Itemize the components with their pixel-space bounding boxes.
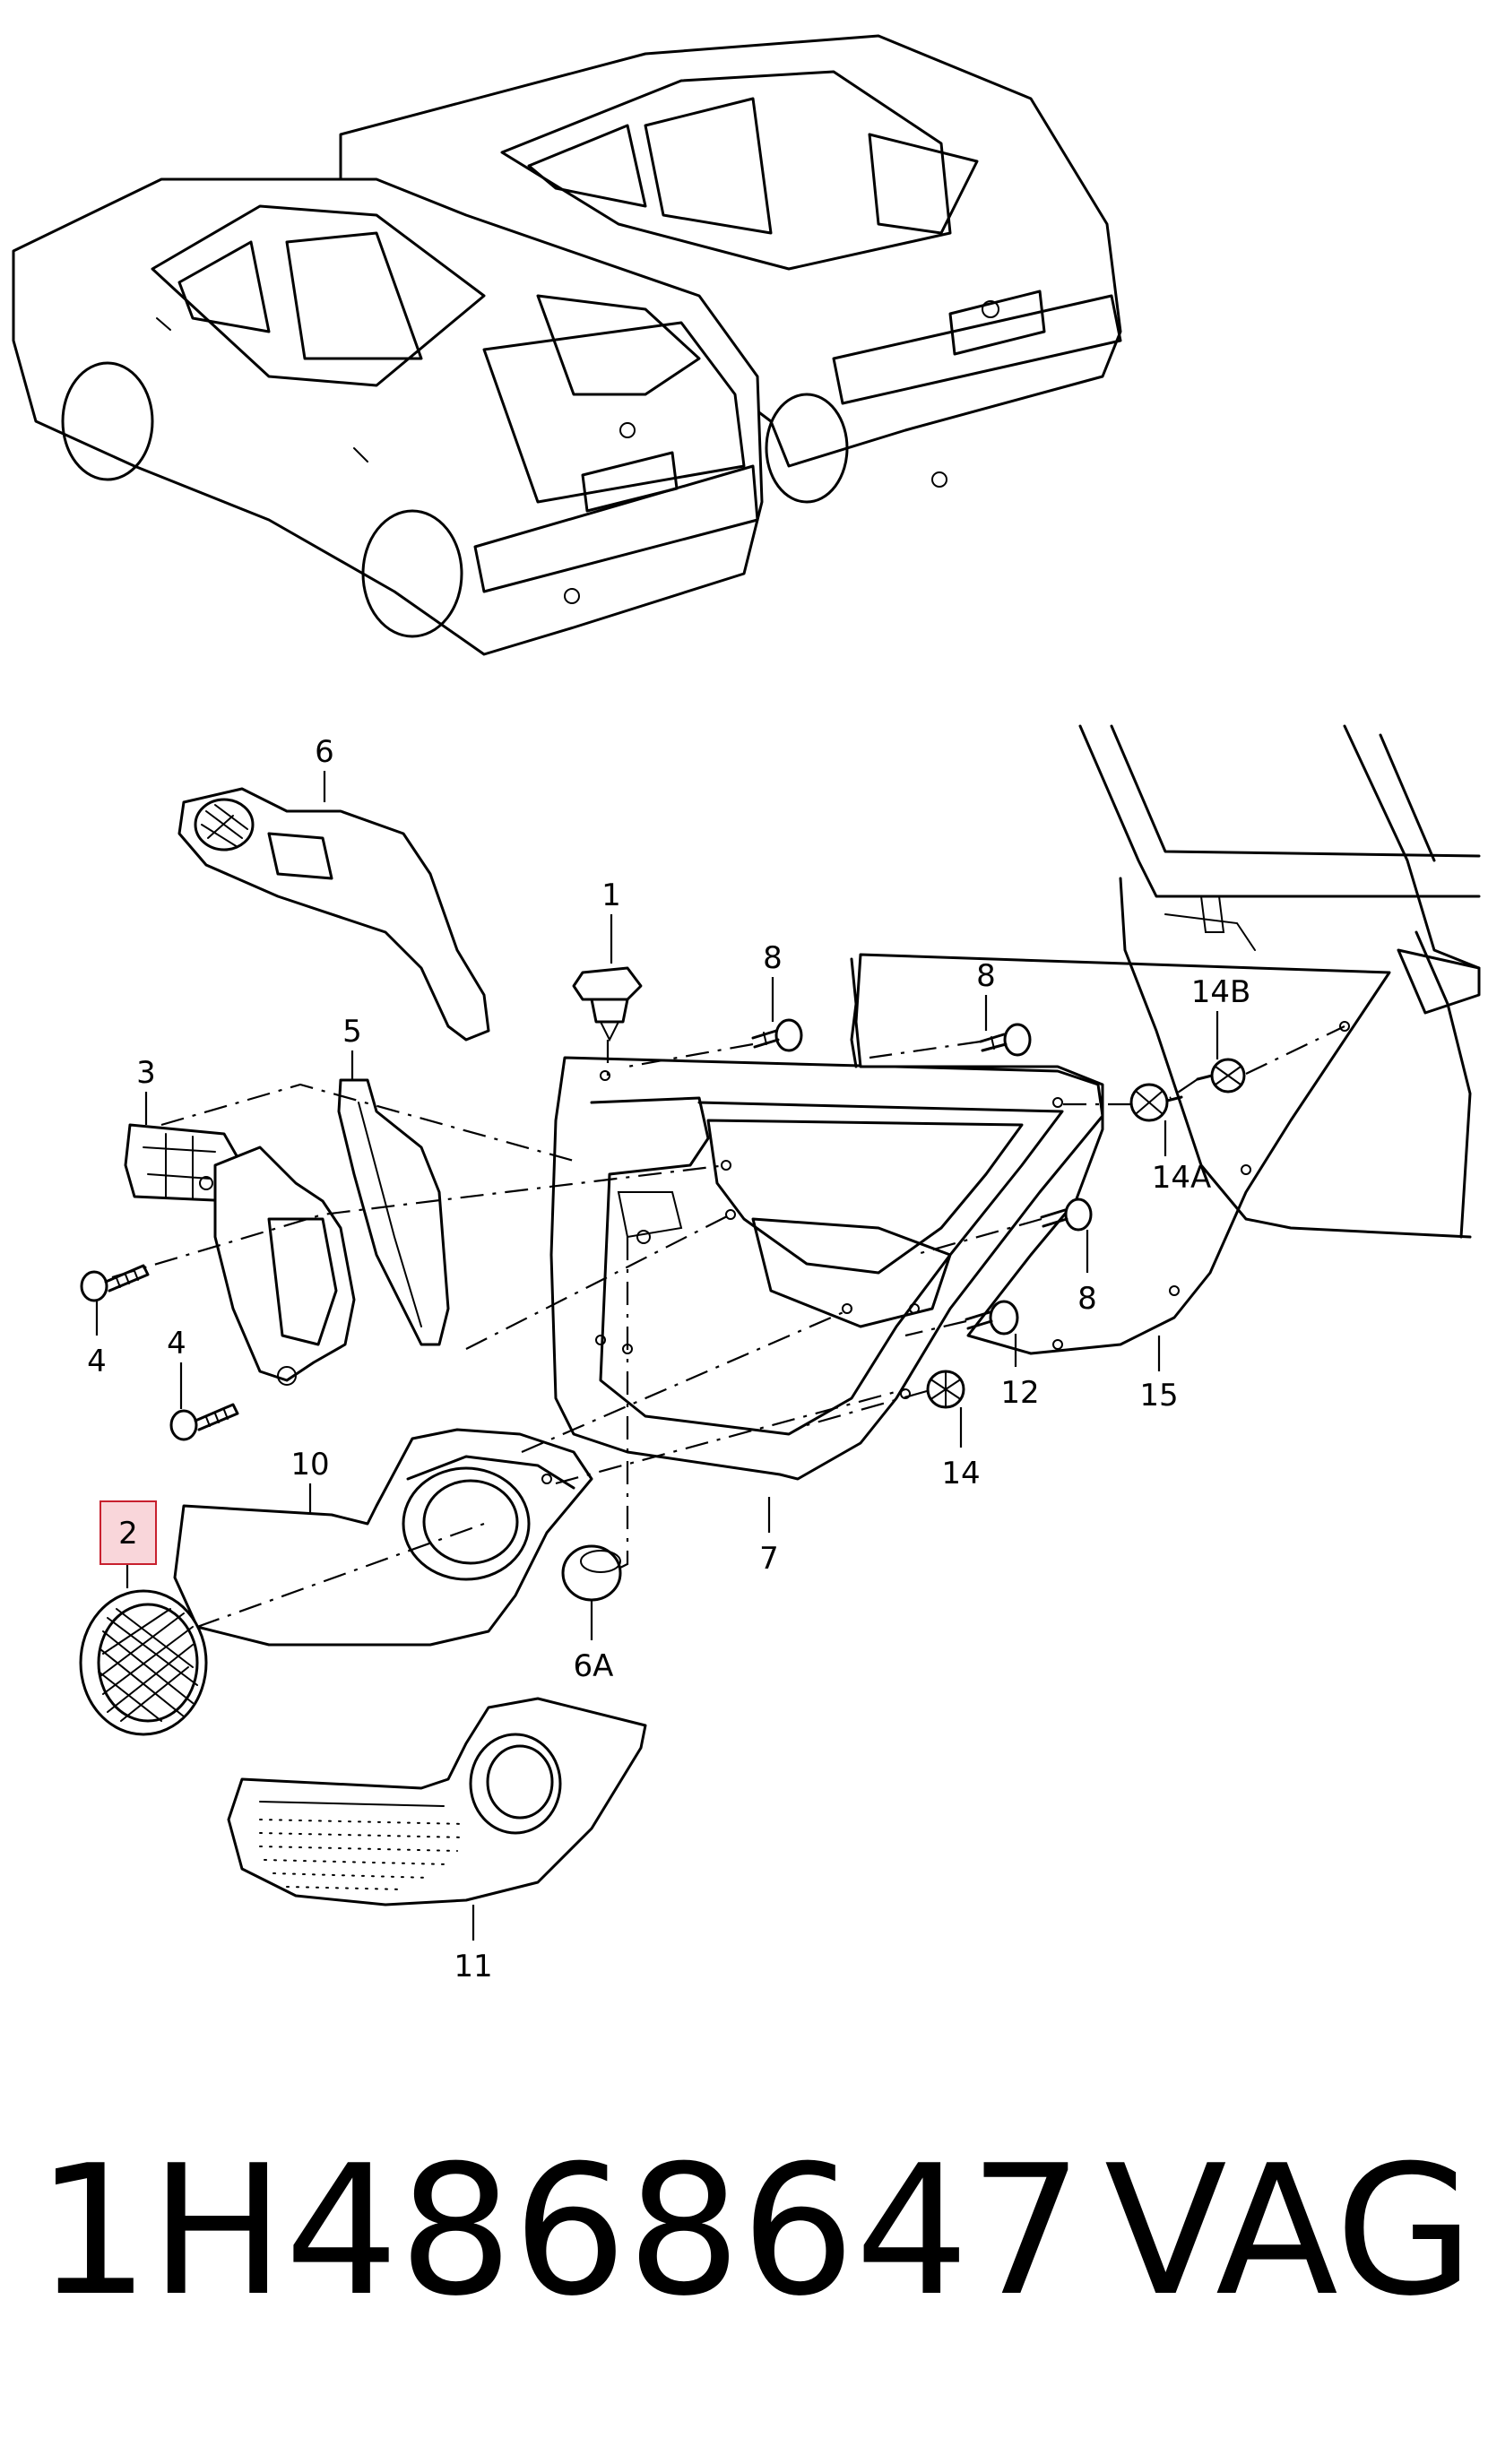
hatchback-illustration [12, 177, 764, 656]
brand-label: VAG [1104, 2127, 1475, 2336]
callout-7: 7 [759, 1541, 779, 1577]
screw-4-upper [80, 1264, 150, 1302]
callout-8-middle: 8 [976, 958, 996, 994]
callout-4-lower: 4 [167, 1326, 186, 1362]
callout-6: 6 [315, 734, 334, 770]
callout-8-upper: 8 [763, 940, 783, 976]
callout-10: 10 [290, 1447, 329, 1483]
part-5-pull-handle [337, 1078, 450, 1346]
callout-4-upper: 4 [87, 1344, 107, 1379]
part-6a-plug [561, 1544, 622, 1602]
part-12-screw [965, 1300, 1019, 1336]
part-7-door-panel [549, 1056, 1104, 1481]
part-number: 1H4868647 [36, 2127, 1084, 2336]
part-8-screw-upper [751, 1018, 803, 1052]
inner-handle-assembly [213, 1146, 356, 1386]
part-8-screw-middle [979, 1023, 1032, 1057]
leader-lines [95, 771, 1219, 1941]
callout-3: 3 [136, 1055, 156, 1091]
callout-14: 14 [941, 1456, 980, 1491]
callout-14b: 14B [1191, 974, 1251, 1010]
assembly-lines [111, 1025, 1345, 1629]
callout-15: 15 [1139, 1378, 1178, 1414]
callout-1: 1 [601, 878, 621, 913]
screw-4-lower [169, 1403, 239, 1441]
door-frame-outline [1078, 724, 1481, 1239]
part-6-trim-strip [177, 787, 490, 1042]
part-2-speaker-grille [79, 1589, 208, 1736]
callout-2: 2 [118, 1516, 138, 1552]
part-15-carrier-panel [850, 953, 1391, 1355]
part-14a-clip [1129, 1083, 1183, 1122]
callout-5: 5 [342, 1014, 362, 1050]
callout-labels: 6 1 8 8 14B 14A 3 5 4 4 8 12 15 14 10 7 … [87, 734, 1250, 1984]
callout-12: 12 [1000, 1375, 1039, 1411]
part-8-screw-lower [1040, 1197, 1093, 1232]
part-10-speaker-trim [173, 1428, 593, 1647]
callout-11: 11 [454, 1949, 492, 1984]
part-1-clip [572, 966, 643, 1042]
part-11-lower-trim [227, 1697, 647, 1906]
callout-14a: 14A [1152, 1160, 1212, 1196]
part-14-clip [926, 1370, 965, 1409]
callout-2-highlight [99, 1500, 157, 1565]
part-14b-clip [1196, 1058, 1246, 1094]
callout-6a: 6A [574, 1648, 614, 1684]
callout-8-lower: 8 [1077, 1281, 1097, 1317]
